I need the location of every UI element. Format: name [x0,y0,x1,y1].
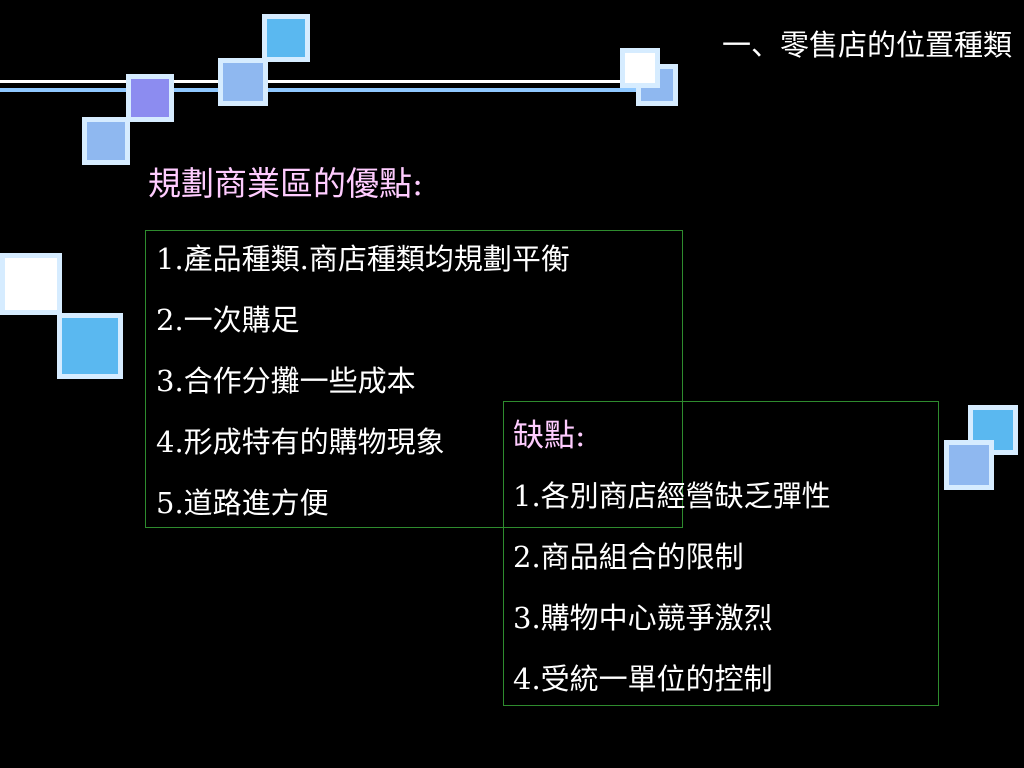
pros-list: 1.產品種類.商店種類均規劃平衡 2.一次購足 3.合作分攤一些成本 4.形成特… [156,229,570,534]
decorative-square [944,440,994,490]
decorative-line-top [0,80,660,83]
list-item: 1.產品種類.商店種類均規劃平衡 [156,242,570,276]
list-item: 3.購物中心競爭激烈 [513,601,773,635]
decorative-square [620,48,660,88]
decorative-square [126,74,174,122]
cons-box [503,401,939,706]
slide-title: 一、零售店的位置種類 [721,28,1012,62]
decorative-square [57,313,123,379]
list-item: 3.合作分攤一些成本 [156,364,416,398]
pros-box [145,230,683,528]
list-item: 5.道路進方便 [156,486,329,520]
cons-list: 1.各別商店經營缺乏彈性 2.商品組合的限制 3.購物中心競爭激烈 4.受統一單… [513,466,831,710]
cons-heading: 缺點: [513,418,586,454]
list-item: 2.一次購足 [156,303,300,337]
list-item: 2.商品組合的限制 [513,540,744,574]
list-item: 4.受統一單位的控制 [513,662,773,696]
list-item: 1.各別商店經營缺乏彈性 [513,479,831,513]
decorative-square [82,117,130,165]
decorative-line-bottom [0,88,660,92]
decorative-square [0,253,62,315]
decorative-square [262,14,310,62]
decorative-square [218,58,268,106]
pros-heading: 規劃商業區的優點: [148,164,424,203]
list-item: 4.形成特有的購物現象 [156,425,445,459]
